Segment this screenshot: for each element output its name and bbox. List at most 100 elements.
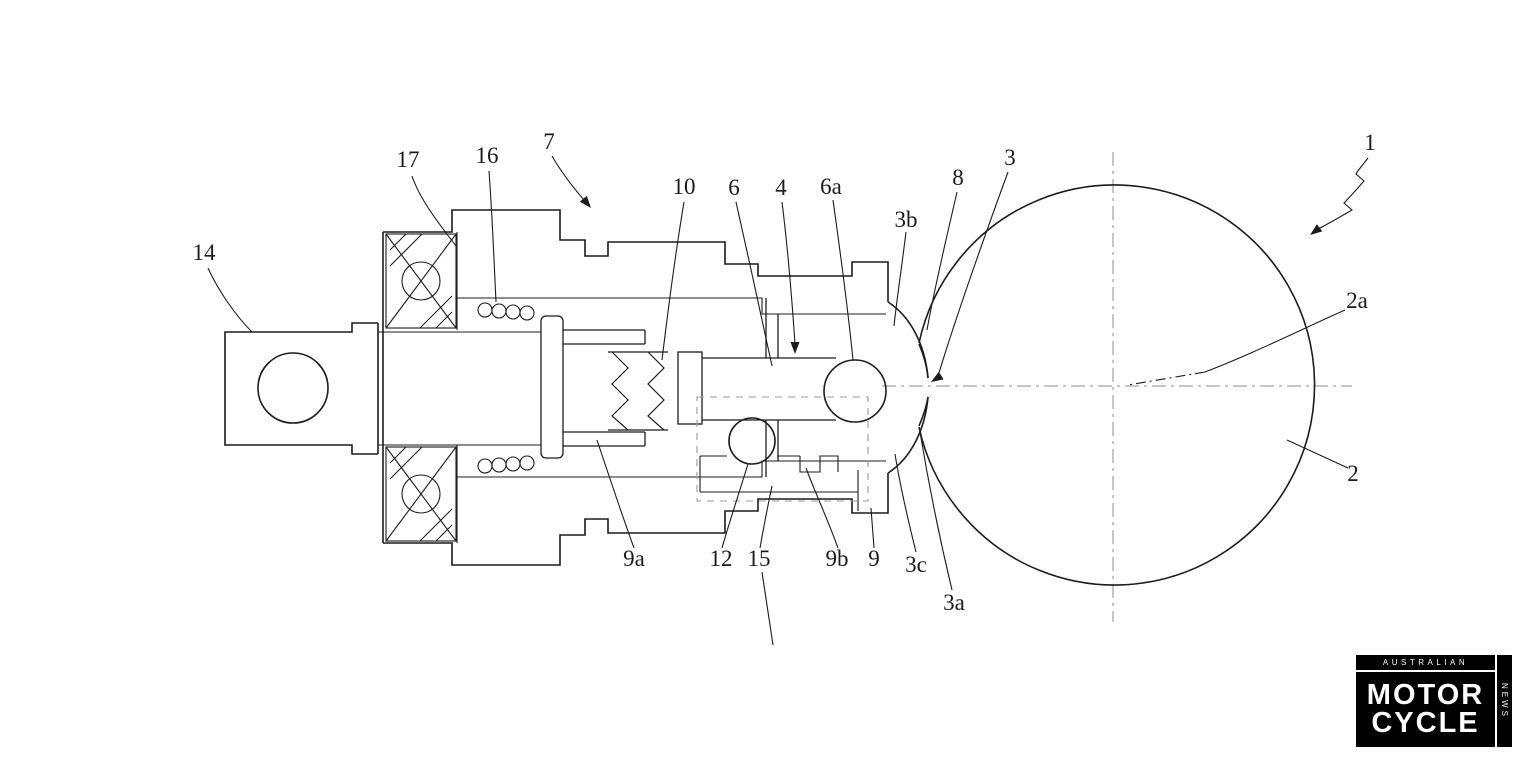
leader-3b (893, 231, 907, 327)
clevis-hole (257, 352, 329, 424)
part-label-6: 6 (728, 175, 740, 200)
coil (519, 305, 535, 321)
leader-9 (870, 507, 875, 549)
leader-6 (735, 201, 773, 367)
leader-12 (721, 463, 749, 549)
part-label-12: 12 (710, 546, 733, 571)
part-label-8: 8 (952, 165, 964, 190)
part-label-3: 3 (1004, 145, 1016, 170)
main-spring (608, 351, 668, 431)
arrowheads (579, 195, 1323, 382)
watermark-line2: CYCLE (1371, 706, 1480, 739)
centerlines (882, 152, 1352, 622)
leader-16 (488, 170, 497, 303)
part-label-17: 17 (397, 147, 420, 172)
part-label-2a: 2a (1346, 288, 1368, 313)
leader-1 (1317, 157, 1369, 230)
part-label-7: 7 (543, 129, 555, 154)
bearing-top-diag-2 (385, 233, 457, 329)
part-label-9b: 9b (826, 546, 849, 571)
leader-lines (207, 155, 1369, 646)
rod-head (677, 351, 703, 425)
spring-zigzag-right (647, 351, 665, 431)
watermark-side-text: NEWS (1500, 683, 1509, 719)
part-label-9: 9 (868, 546, 880, 571)
leader-2a-dashdot (1127, 371, 1206, 386)
leader-6a (832, 199, 854, 361)
magazine-watermark: AUSTRALIAN MOTOR CYCLE NEWS (1356, 655, 1512, 747)
coil (491, 303, 507, 319)
watermark-side-strip: NEWS (1497, 655, 1512, 747)
hatch (435, 311, 453, 329)
leader-10 (661, 201, 685, 361)
bearing-bottom-diag-2 (385, 446, 457, 542)
clevis-outline (224, 322, 378, 455)
part-label-1: 1 (1364, 130, 1376, 155)
watermark-main: MOTOR CYCLE (1356, 672, 1495, 747)
coil (519, 455, 535, 471)
leader-3a (919, 431, 953, 591)
throat-top-outer (887, 301, 929, 379)
spool-cup (540, 315, 646, 459)
leader-9b (805, 467, 839, 549)
part-label-4: 4 (775, 175, 787, 200)
part-label-3b: 3b (895, 207, 918, 232)
hatch (389, 446, 423, 480)
arrowhead-4 (790, 342, 800, 354)
leader-15-extension (761, 571, 774, 646)
arrowhead-3 (931, 371, 944, 382)
coil (477, 458, 493, 474)
throat-top-ball (918, 343, 929, 379)
leader-2a-solid (1204, 309, 1346, 373)
hatch (419, 295, 453, 329)
clevis-arm (224, 322, 379, 455)
seat-step (799, 455, 839, 473)
throat-bottom-outer (887, 396, 929, 474)
throat-bottom-ball (918, 396, 929, 427)
housing-top-profile (383, 209, 889, 302)
valve-seat (699, 455, 859, 511)
coil (505, 456, 521, 472)
housing-bottom-profile (383, 473, 889, 566)
bore-top (457, 297, 886, 315)
coil (491, 457, 507, 473)
part-label-9a: 9a (623, 546, 645, 571)
throat-curves (887, 301, 929, 474)
leader-8 (926, 191, 958, 331)
leader-2 (1286, 439, 1349, 469)
bore-bottom (457, 460, 886, 478)
watermark-top-strip: AUSTRALIAN (1356, 655, 1495, 670)
bearing-top (385, 233, 457, 329)
hatch (389, 446, 407, 464)
part-label-2: 2 (1347, 461, 1359, 486)
spring-zigzag-left (611, 351, 629, 431)
part-label-10: 10 (673, 174, 696, 199)
detail-box-dashed (696, 396, 869, 502)
bearing-bottom (385, 446, 457, 542)
ball-circle (918, 184, 1316, 586)
seal-spring-bottom (477, 455, 535, 474)
leader-15 (759, 485, 773, 549)
hatch (435, 524, 453, 542)
coil (505, 304, 521, 320)
bearing-top-rect (385, 233, 457, 329)
bearing-top-ball (401, 261, 441, 301)
leader-3 (937, 171, 1009, 377)
push-rod (677, 298, 836, 477)
part-label-6a: 6a (820, 174, 842, 199)
leader-7 (551, 155, 585, 201)
hatch (389, 233, 407, 251)
watermark-top-text: AUSTRALIAN (1382, 658, 1469, 667)
housing-outline (382, 209, 889, 566)
inner-bore (378, 232, 886, 543)
leader-4 (781, 201, 796, 345)
seal-spring-top (477, 302, 535, 321)
hatch (389, 233, 423, 267)
leader-3c (894, 453, 917, 553)
hatch (419, 508, 453, 542)
leader-17 (411, 175, 457, 247)
bearing-bottom-ball (401, 474, 441, 514)
leader-14 (207, 267, 253, 333)
